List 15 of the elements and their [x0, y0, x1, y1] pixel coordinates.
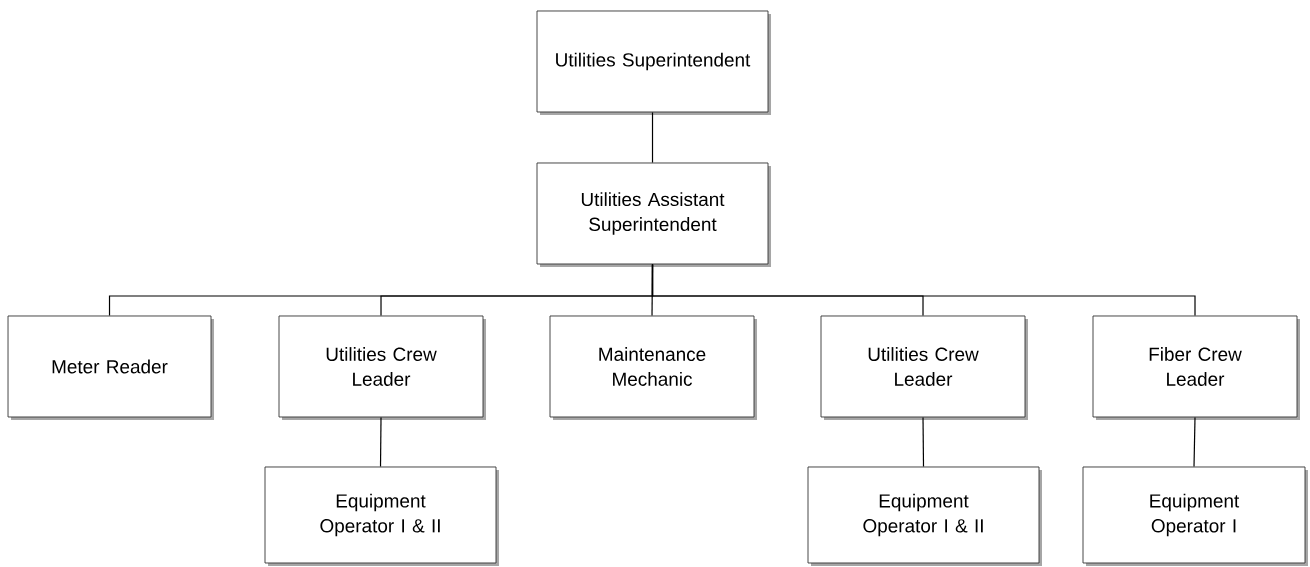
position-box: Utilities Assistant Superintendent — [536, 162, 771, 267]
position-box: Utilities Crew Leader — [278, 315, 486, 420]
connector-line — [1193, 416, 1196, 468]
position-box: Equipment Operator I & II — [807, 466, 1042, 566]
position-box: Equipment Operator I — [1082, 466, 1308, 566]
position-box: Utilities Crew Leader — [820, 315, 1028, 420]
position-box: Meter Reader — [7, 315, 214, 420]
connector-line — [651, 263, 1196, 317]
connector-line — [651, 111, 654, 164]
position-box: Utilities Superintendent — [536, 10, 771, 115]
position-box: Maintenance Mechanic — [549, 315, 757, 420]
position-box: Equipment Operator I & II — [264, 466, 499, 566]
connector-line — [922, 416, 925, 468]
connector-line — [379, 416, 382, 468]
position-box: Fiber Crew Leader — [1092, 315, 1300, 420]
